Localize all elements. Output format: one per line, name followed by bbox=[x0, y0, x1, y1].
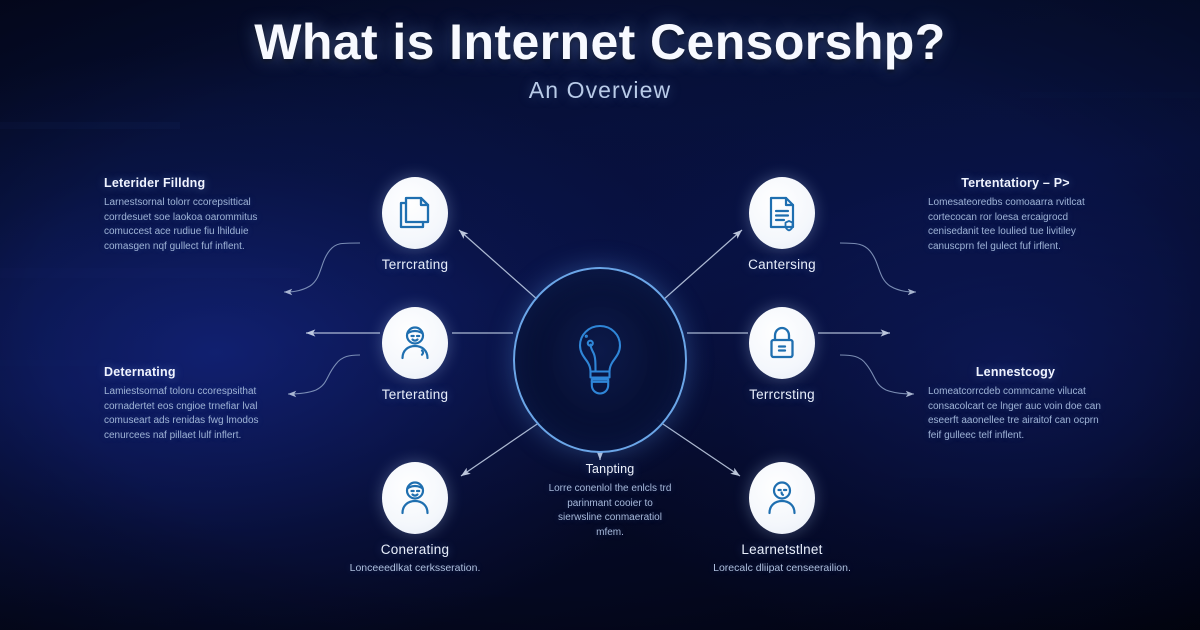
node-disc[interactable] bbox=[382, 307, 448, 379]
node-body: Lonceeedlkat cerksseration. bbox=[349, 562, 481, 574]
user-person-icon bbox=[396, 479, 434, 517]
callout-title: Leterider Filldng bbox=[104, 176, 206, 190]
user-person-icon bbox=[396, 324, 434, 362]
callout-lower-right: Lennestcogy Lomeatcorrcdeb commcame vilu… bbox=[928, 365, 1103, 443]
page-subtitle: An Overview bbox=[528, 77, 672, 103]
node-label: Terrcrsting bbox=[749, 387, 815, 402]
node-label: Terterating bbox=[381, 387, 449, 402]
callout-upper-left: Leterider Filldng Larnestsornal tolorr c… bbox=[104, 176, 279, 254]
callout-bottom-center: Tanpting Lorre conenlol the enlcls trd p… bbox=[545, 462, 675, 540]
center-hub bbox=[513, 267, 687, 453]
callout-title: Lennestcogy bbox=[975, 365, 1056, 379]
user-person-icon bbox=[763, 479, 801, 517]
header: What is Internet Censorshp? An Overview bbox=[0, 0, 1200, 104]
callout-title: Tertentatiory – P> bbox=[961, 176, 1070, 190]
node-disc[interactable] bbox=[382, 177, 448, 249]
node-disc[interactable] bbox=[749, 462, 815, 534]
document-lines-icon bbox=[765, 194, 799, 232]
lightbulb-icon bbox=[573, 323, 627, 397]
node-label: Cantersing bbox=[748, 257, 816, 272]
callout-body: Lomesateoredbs comoaarra rvitlcat cortec… bbox=[928, 197, 1085, 252]
node-bottom-right[interactable]: Learnetstlnet Lorecalc dliipat censeerai… bbox=[707, 462, 857, 576]
node-label: Conerating bbox=[380, 542, 450, 557]
node-label: Learnetstlnet bbox=[741, 542, 823, 557]
callout-title: Deternating bbox=[104, 365, 176, 379]
callout-body: Lamiestsornaf toloru ccorespsithat corna… bbox=[104, 386, 259, 441]
node-bottom-left[interactable]: Conerating Lonceeedlkat cerksseration. bbox=[340, 462, 490, 576]
node-body: Lorecalc dliipat censeerailion. bbox=[713, 562, 851, 574]
callout-title: Tanpting bbox=[585, 462, 635, 476]
callout-body: Larnestsornal tolorr ccorepsittical corr… bbox=[104, 197, 258, 252]
node-disc[interactable] bbox=[749, 307, 815, 379]
node-label: Terrcrating bbox=[381, 257, 449, 272]
page-title: What is Internet Censorshp? bbox=[254, 14, 946, 70]
node-top-right[interactable]: Cantersing bbox=[707, 177, 857, 272]
node-top-left[interactable]: Terrcrating bbox=[340, 177, 490, 272]
node-disc[interactable] bbox=[749, 177, 815, 249]
node-disc[interactable] bbox=[382, 462, 448, 534]
callout-body: Lorre conenlol the enlcls trd parinmant … bbox=[548, 483, 672, 538]
node-mid-right[interactable]: Terrcrsting bbox=[707, 307, 857, 402]
callout-upper-right: Tertentatiory – P> Lomesateoredbs comoaa… bbox=[928, 176, 1103, 254]
documents-copy-icon bbox=[397, 194, 433, 232]
node-mid-left[interactable]: Terterating bbox=[340, 307, 490, 402]
callout-lower-left: Deternating Lamiestsornaf toloru ccoresp… bbox=[104, 365, 279, 443]
callout-body: Lomeatcorrcdeb commcame vilucat consacol… bbox=[928, 386, 1101, 441]
padlock-icon bbox=[765, 324, 799, 362]
